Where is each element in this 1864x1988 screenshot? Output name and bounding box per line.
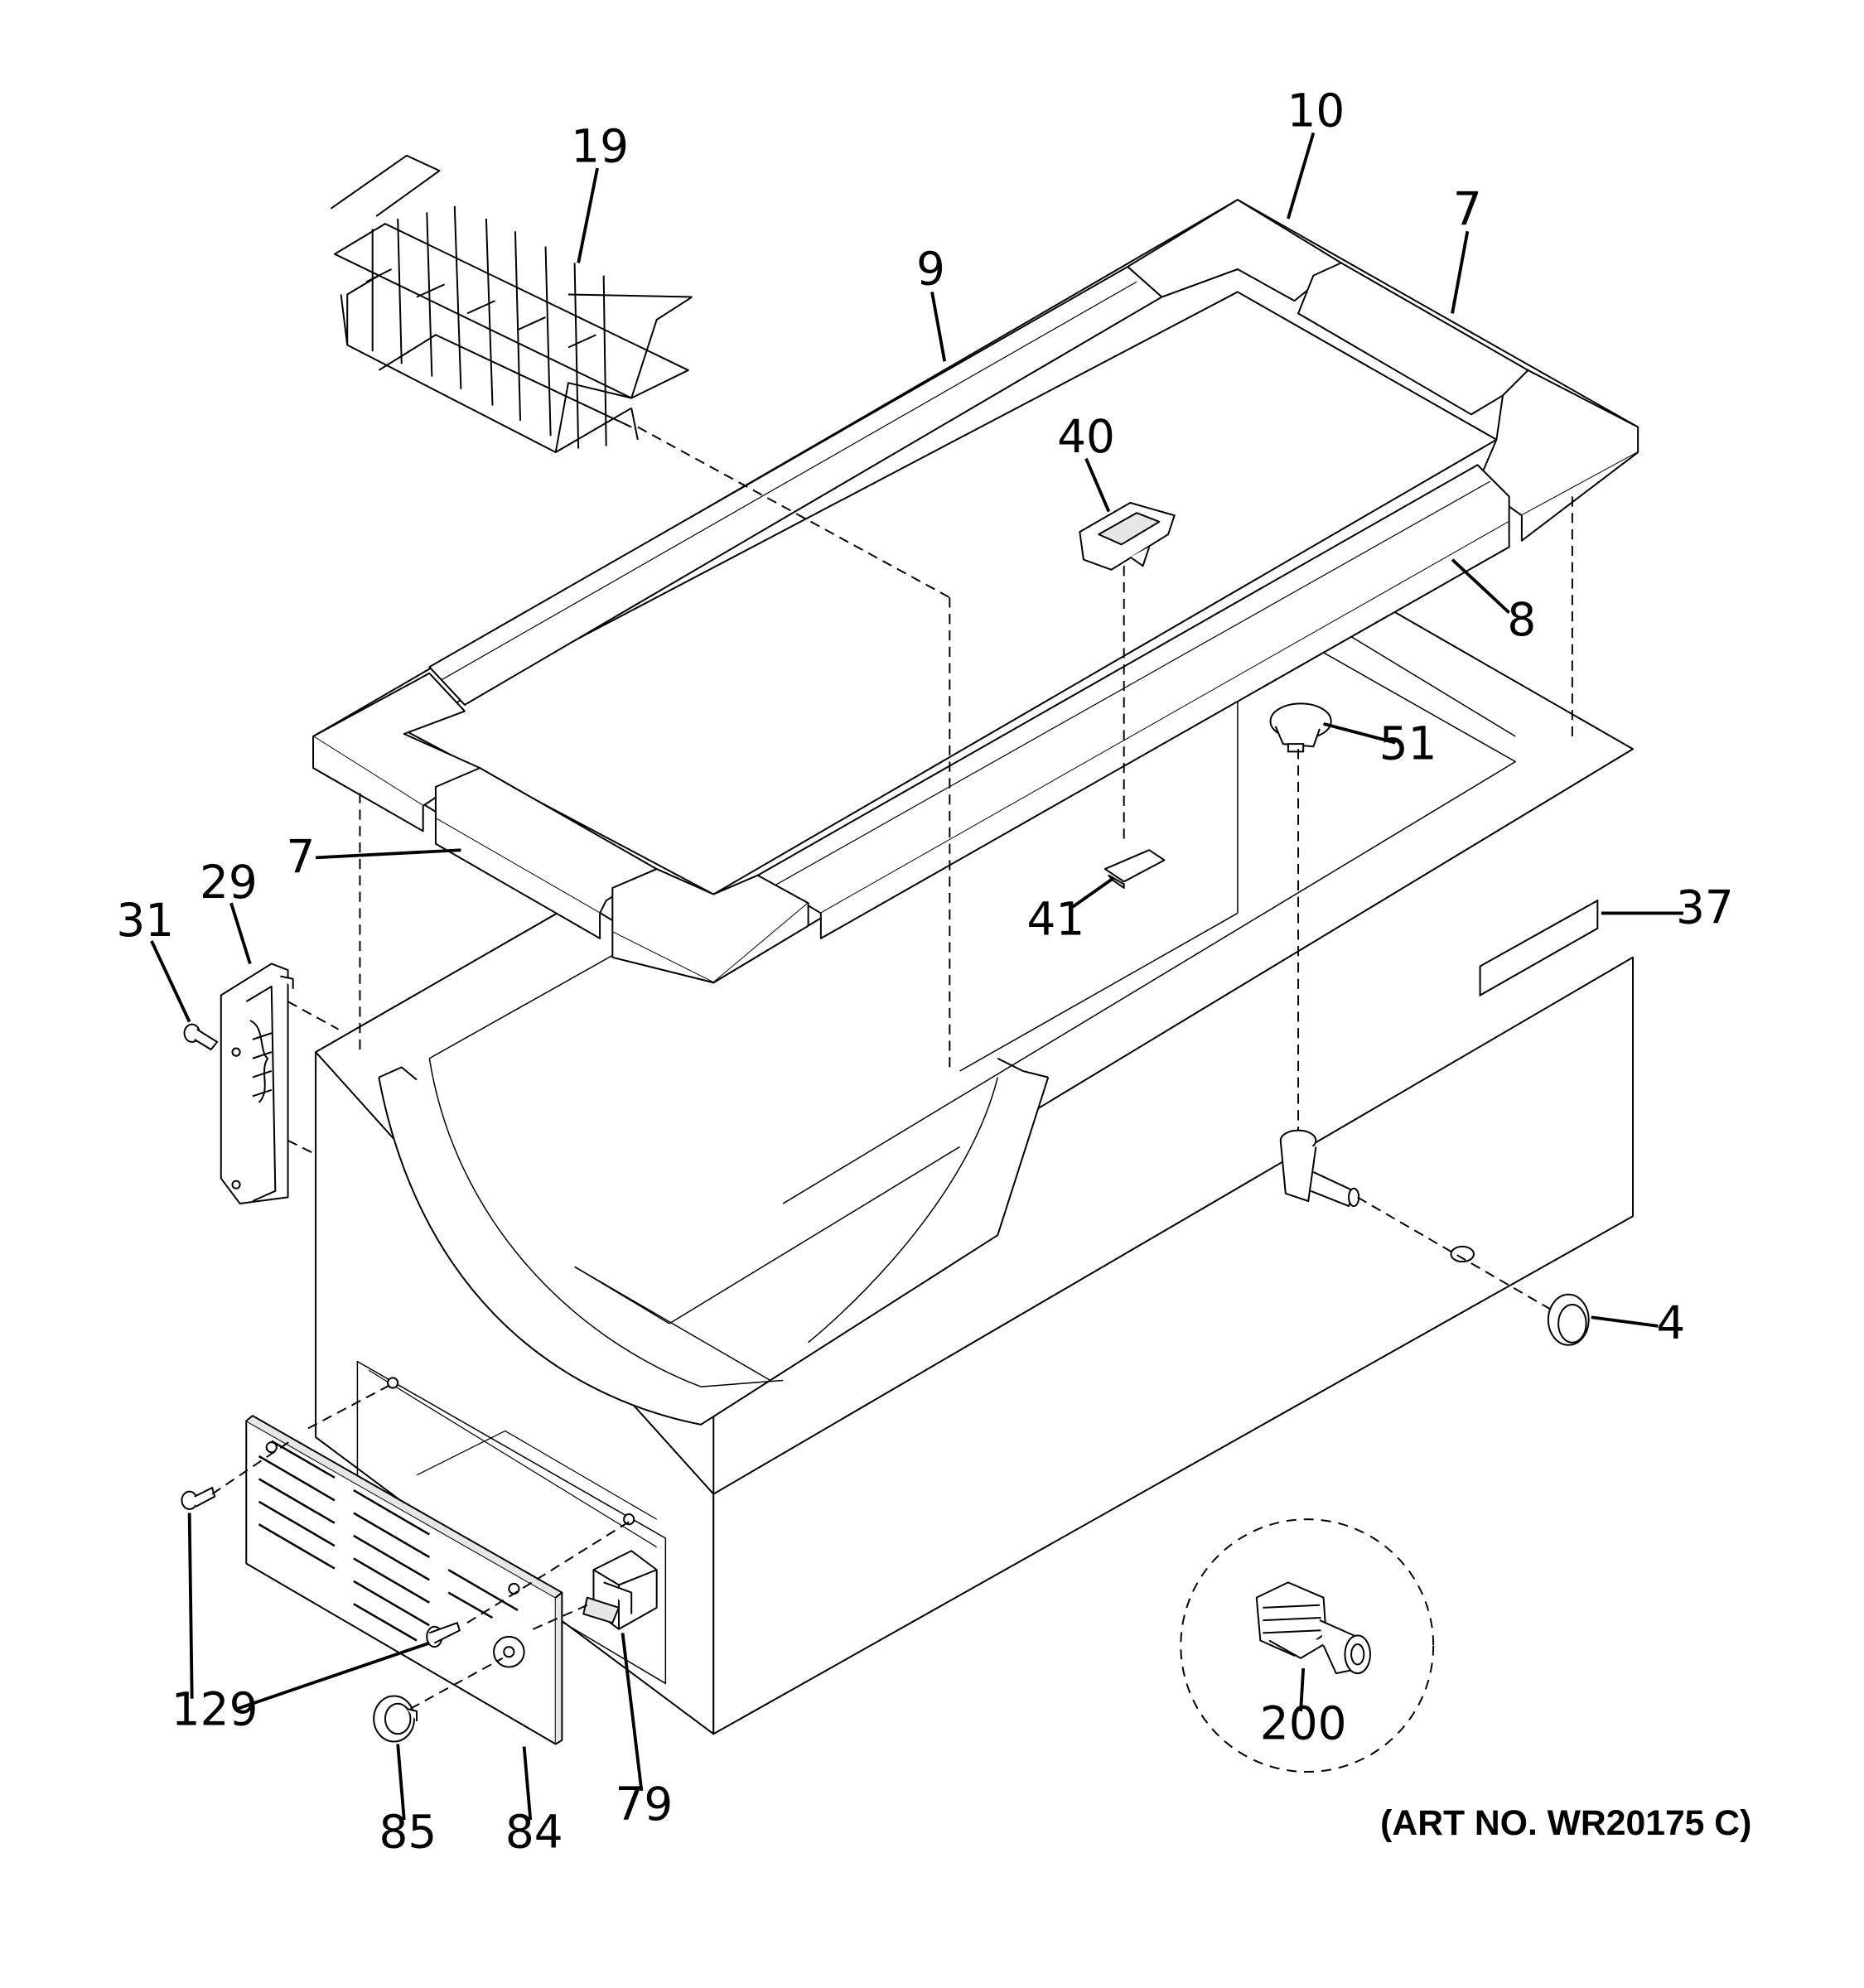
callout-29: 29 — [200, 856, 258, 909]
part-29-hinge — [221, 963, 293, 1204]
part-84-grille — [246, 1416, 562, 1744]
part-31-screw — [185, 1025, 218, 1049]
callout-40: 40 — [1057, 410, 1115, 463]
corner-10 — [1128, 200, 1341, 301]
art-number: (ART NO. WR20175 C) — [1380, 1803, 1751, 1843]
part-41-switch — [1105, 850, 1165, 888]
drain-tube-assembly — [1281, 1131, 1474, 1262]
callout-31: 31 — [116, 894, 174, 947]
part-4-plug — [1548, 1295, 1589, 1345]
callout-numbers: 10 7 19 9 40 8 51 7 29 31 41 37 4 129 85… — [116, 84, 1733, 1859]
part-85-knob — [374, 1696, 417, 1742]
wire-basket — [331, 156, 692, 452]
callout-85: 85 — [379, 1805, 437, 1858]
callout-19: 19 — [571, 119, 629, 172]
part-37-label — [1480, 900, 1598, 995]
callout-10: 10 — [1287, 84, 1345, 138]
callout-8: 8 — [1507, 593, 1536, 646]
callout-4: 4 — [1656, 1296, 1685, 1349]
callout-51: 51 — [1379, 717, 1437, 770]
callout-200: 200 — [1260, 1696, 1347, 1749]
callout-9: 9 — [916, 242, 945, 295]
part-129-screws — [182, 1488, 460, 1647]
callout-7-right: 7 — [1453, 183, 1482, 236]
callout-84: 84 — [505, 1805, 563, 1858]
part-200-fitting-detail — [1181, 1519, 1433, 1772]
callout-37: 37 — [1676, 881, 1734, 934]
alignment-lines — [211, 426, 1573, 1710]
callout-129: 129 — [171, 1683, 258, 1736]
breaker-strip-frame — [313, 200, 1638, 982]
callout-41: 41 — [1026, 892, 1084, 945]
part-51-drain-plug — [1271, 703, 1331, 751]
leader-lines — [150, 132, 1684, 1821]
callout-79: 79 — [616, 1778, 674, 1831]
callout-7-left: 7 — [286, 831, 315, 884]
part-79-thermostat — [583, 1551, 656, 1629]
part-40-light-housing — [1079, 503, 1174, 570]
